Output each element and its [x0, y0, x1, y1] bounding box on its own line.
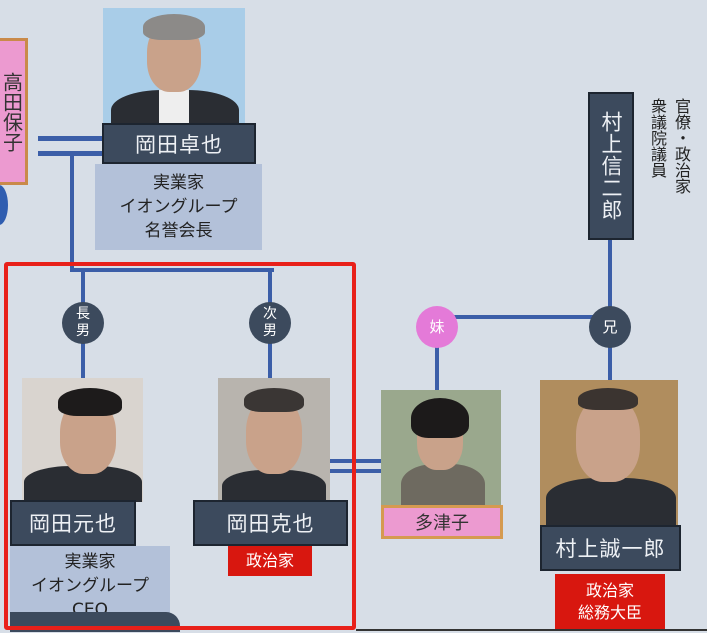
shinjiro-name: 村上信二郎 — [588, 92, 634, 240]
tsuko-name: 多津子 — [415, 513, 469, 534]
figure-fragment — [0, 185, 8, 225]
marriage-line-bottom — [38, 151, 104, 156]
desc-line: 官僚・政治家 — [672, 98, 691, 194]
relation-brother: 兄 — [589, 306, 631, 348]
sibling-line — [70, 268, 274, 272]
marriage-line-katsuya-bottom — [330, 469, 382, 473]
relation-second-son: 次 男 — [249, 302, 291, 344]
marriage-line-top — [38, 136, 104, 141]
seiichiro-role: 政治家 総務大臣 — [555, 574, 665, 630]
relation-char: 長 — [76, 306, 90, 322]
motoya-name: 岡田元也 — [10, 500, 136, 546]
tsuko-name-box: 多津子 — [381, 505, 503, 539]
desc-line: 名誉会長 — [144, 221, 213, 241]
desc-line: イオングループ — [31, 576, 149, 596]
desc-line: 衆議院議員 — [648, 98, 667, 178]
bottom-divider — [356, 629, 707, 631]
marriage-line-katsuya-top — [330, 459, 382, 463]
motoya-photo — [22, 378, 143, 502]
relation-char: 兄 — [602, 317, 618, 336]
role-line: 政治家 — [585, 581, 634, 600]
takuya-name: 岡田卓也 — [102, 123, 256, 164]
role-line: 総務大臣 — [577, 603, 642, 622]
desc-line: 実業家 — [153, 173, 204, 193]
relation-eldest-son: 長 男 — [62, 302, 104, 344]
takada-name: 高田保子 — [0, 71, 24, 152]
tsuko-line — [435, 317, 439, 392]
seiichiro-photo — [540, 380, 678, 526]
murakami-sibling-line — [437, 315, 612, 319]
desc-line: イオングループ — [119, 197, 238, 217]
descent-line — [70, 156, 74, 272]
relation-char: 男 — [263, 323, 277, 339]
desc-line: 実業家 — [64, 552, 116, 572]
katsuya-photo — [218, 378, 330, 502]
relation-sister: 妹 — [416, 306, 458, 348]
takuya-photo — [103, 8, 245, 125]
shinjiro-desc: 官僚・政治家 衆議院議員 — [643, 98, 693, 228]
tsuko-photo — [381, 390, 501, 506]
relation-char: 男 — [76, 323, 90, 339]
highlight-frame — [4, 262, 356, 630]
seiichiro-name: 村上誠一郎 — [540, 525, 681, 571]
katsuya-role: 政治家 — [228, 546, 312, 576]
takuya-desc: 実業家 イオングループ 名誉会長 — [95, 164, 262, 250]
takada-name-box: 高田保子 — [0, 38, 28, 185]
relation-char: 妹 — [429, 317, 445, 336]
katsuya-name: 岡田克也 — [193, 500, 348, 546]
relation-char: 次 — [263, 306, 277, 322]
role-line: 政治家 — [245, 551, 294, 570]
